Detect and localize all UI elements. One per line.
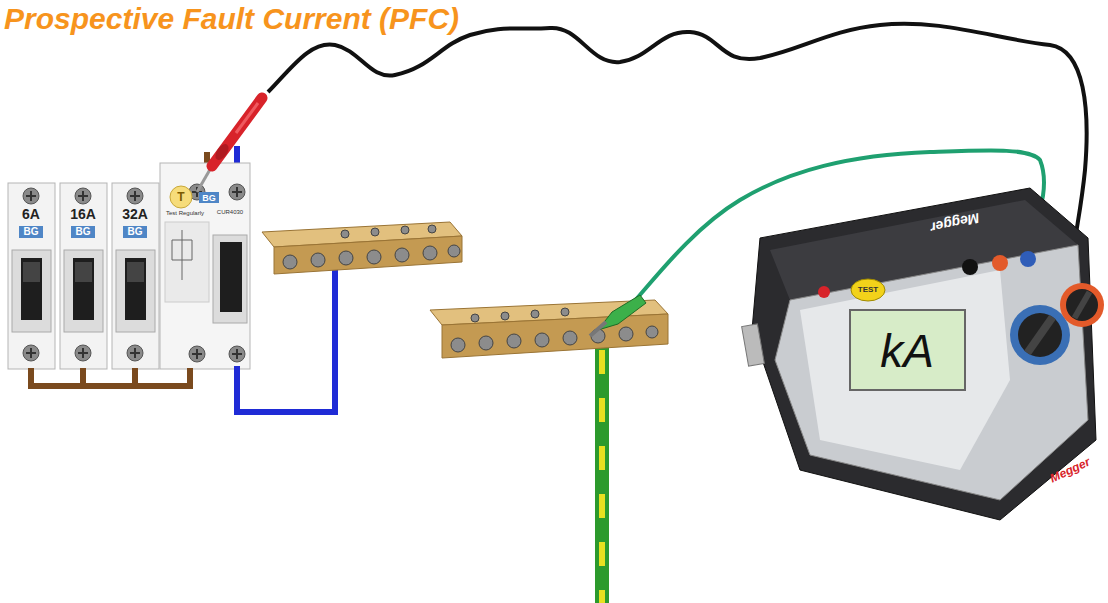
brand-label: BG <box>76 227 91 237</box>
brand-logo: Megger <box>1048 456 1092 485</box>
button-label: TEST <box>858 286 878 294</box>
model-label: CUR4030 <box>217 209 243 215</box>
rating-label: 32A <box>122 207 148 221</box>
note-label: Test Regularly <box>166 210 204 216</box>
neutral-wire <box>237 268 335 412</box>
brand-logo: Megger <box>929 211 981 235</box>
brand-label: BG <box>128 227 143 237</box>
test-meter <box>742 188 1104 520</box>
busbar-link <box>28 368 193 386</box>
rating-label: 6A <box>22 207 40 221</box>
neutral-bar <box>262 222 462 274</box>
diagram-title: Prospective Fault Current (PFC) <box>4 2 459 36</box>
earth-wire-stripe <box>599 350 605 603</box>
rating-label: 16A <box>70 207 96 221</box>
earth-wire <box>595 340 609 603</box>
mcb-16a <box>60 183 107 369</box>
rcd <box>160 163 250 369</box>
brand-label: BG <box>202 194 216 203</box>
brand-label: BG <box>24 227 39 237</box>
display-reading: kA <box>880 328 934 374</box>
mcb-32a <box>112 183 159 369</box>
test-button-label: T <box>177 191 184 203</box>
crocodile-clip <box>590 295 646 336</box>
mcb-6a <box>8 183 55 369</box>
test-probe <box>197 98 262 192</box>
